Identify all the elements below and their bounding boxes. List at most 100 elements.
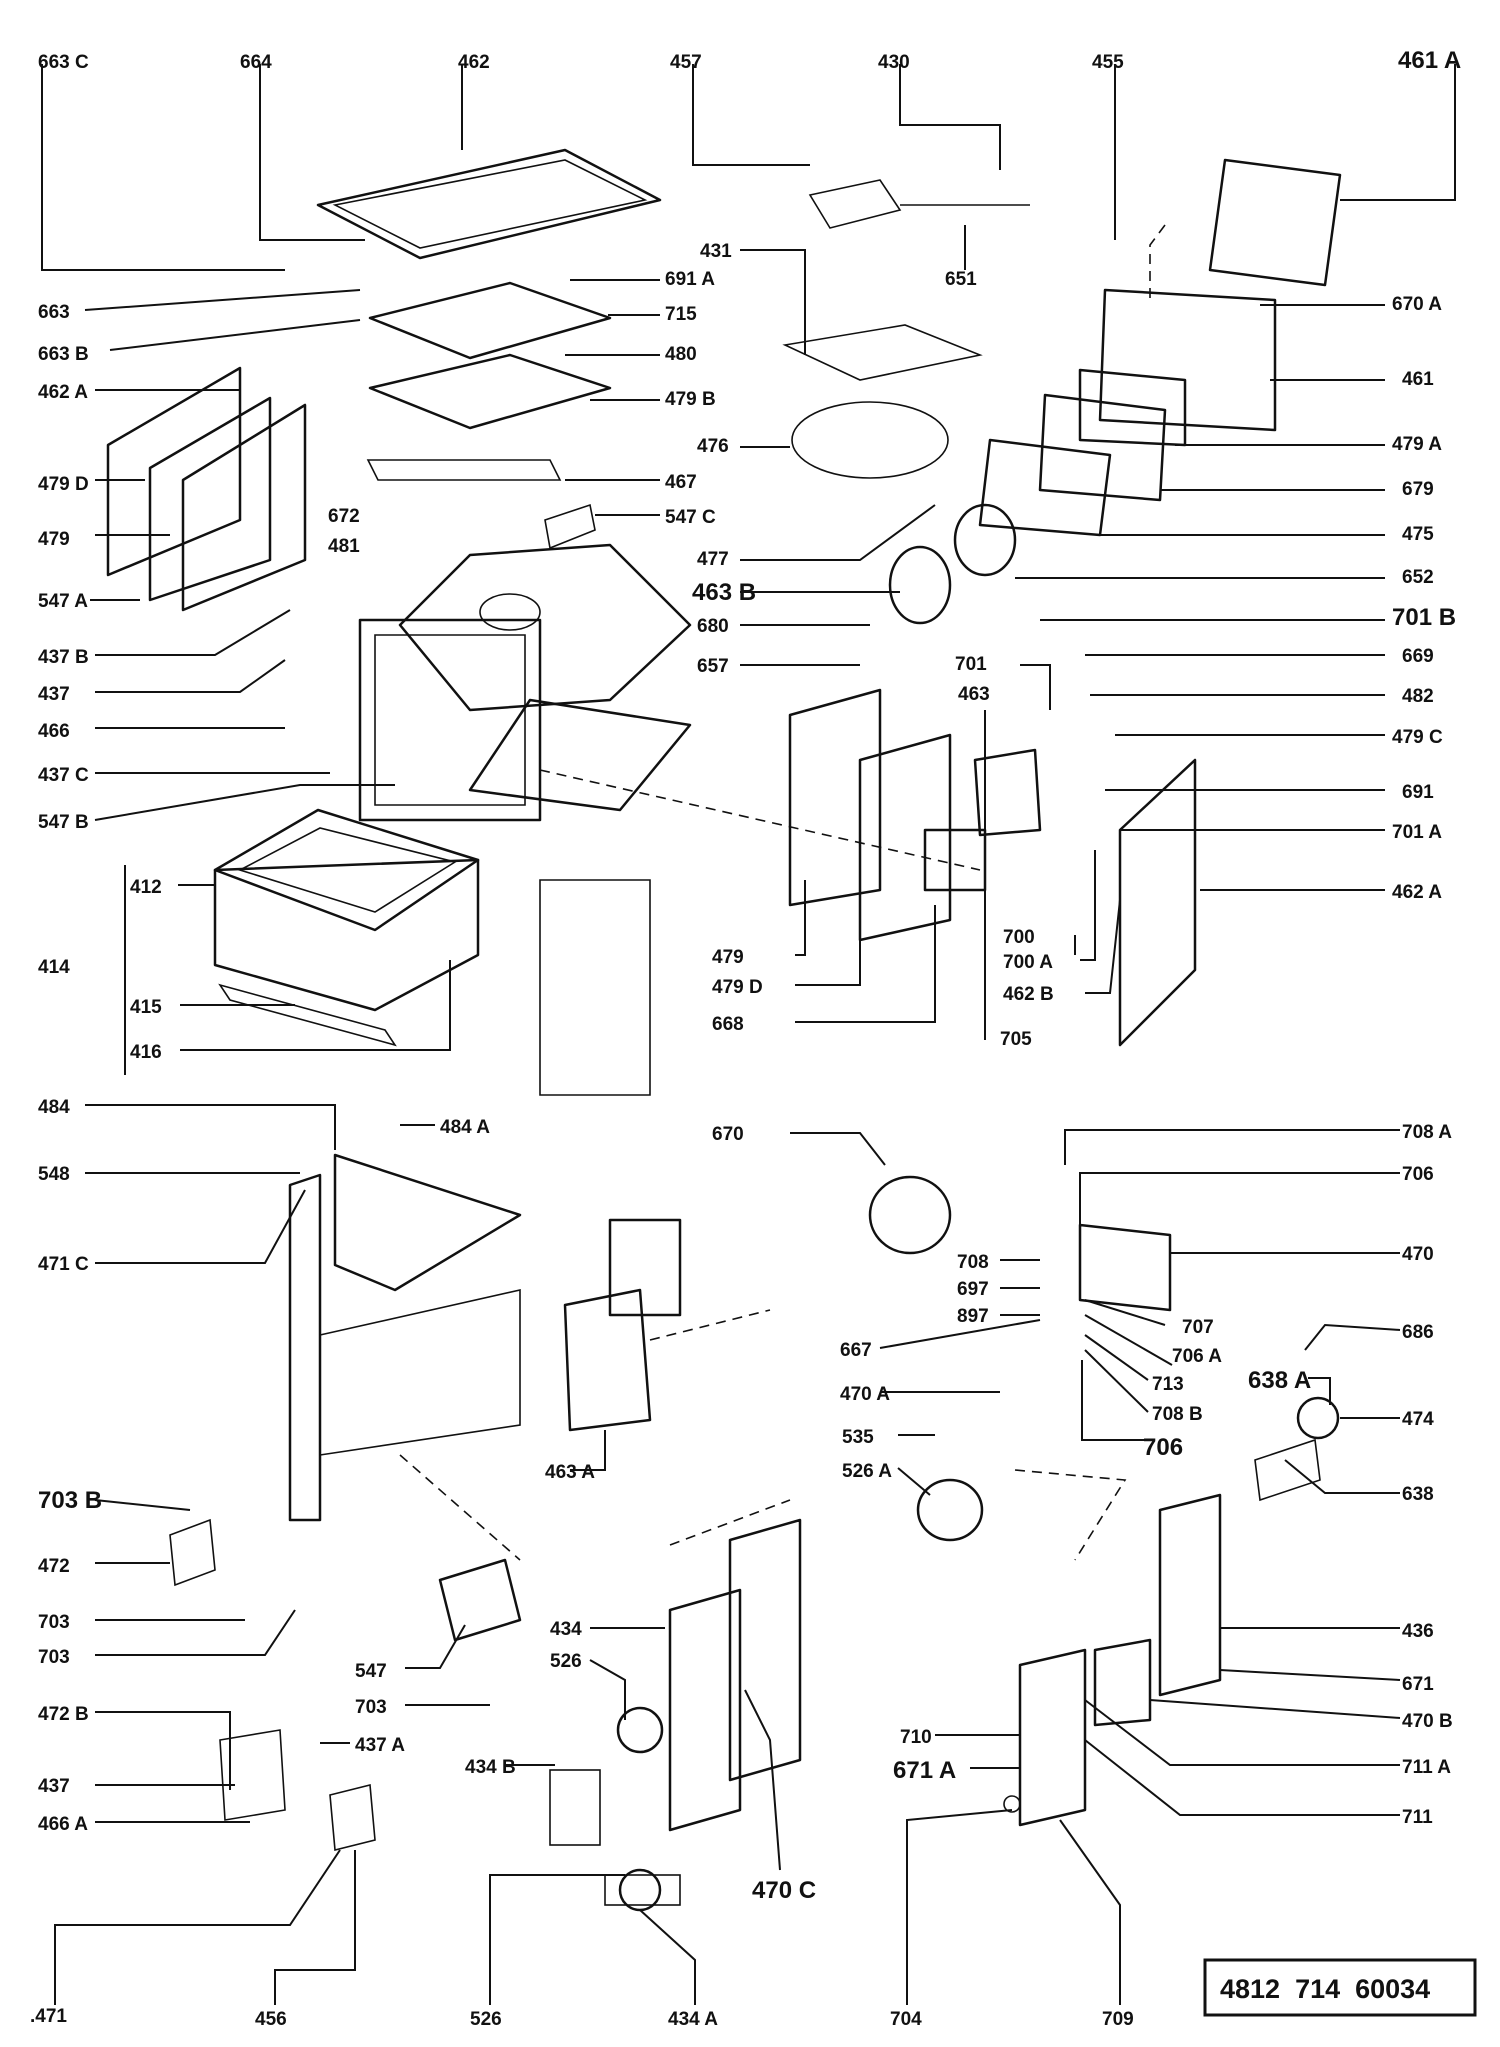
label-897: 897 [957,1306,989,1327]
label-463: 463 [958,684,990,705]
label-471: .471 [30,2006,67,2027]
label-713: 713 [1152,1374,1184,1395]
label-701B: 701 B [1392,604,1456,631]
label-703-c: 703 [355,1697,387,1718]
label-710: 710 [900,1727,932,1748]
label-484A: 484 A [440,1117,490,1138]
label-457: 457 [670,52,702,73]
label-547A: 547 A [38,591,88,612]
label-482: 482 [1402,686,1434,707]
label-456: 456 [255,2009,287,2030]
label-670A: 670 A [1392,294,1442,315]
label-455: 455 [1092,52,1124,73]
label-526-bottom: 526 [470,2009,502,2030]
label-547: 547 [355,1661,387,1682]
label-663B: 663 B [38,344,89,365]
label-526A: 526 A [842,1461,892,1482]
label-462A-right: 462 A [1392,882,1442,903]
label-481: 481 [328,536,360,557]
label-652: 652 [1402,567,1434,588]
label-704: 704 [890,2009,922,2030]
label-470: 470 [1402,1244,1434,1265]
label-708: 708 [957,1252,989,1273]
label-479-center: 479 [712,947,744,968]
label-416: 416 [130,1042,162,1063]
label-669: 669 [1402,646,1434,667]
label-667: 667 [840,1340,872,1361]
label-708B: 708 B [1152,1404,1203,1425]
label-663: 663 [38,302,70,323]
label-706-lower: 706 [1143,1434,1183,1461]
label-434: 434 [550,1619,582,1640]
label-700: 700 [1003,927,1035,948]
label-430: 430 [878,52,910,73]
label-479D: 479 D [38,474,89,495]
label-668: 668 [712,1014,744,1035]
label-472: 472 [38,1556,70,1577]
label-437A: 437 A [355,1735,405,1756]
label-700A: 700 A [1003,952,1053,973]
label-437C: 437 C [38,765,89,786]
label-434B: 434 B [465,1757,516,1778]
label-467: 467 [665,472,697,493]
label-475: 475 [1402,524,1434,545]
label-470A: 470 A [840,1384,890,1405]
label-479: 479 [38,529,70,550]
label-474: 474 [1402,1409,1434,1430]
label-470C: 470 C [752,1877,816,1904]
label-705: 705 [1000,1029,1032,1050]
label-462: 462 [458,52,490,73]
label-412: 412 [130,877,162,898]
label-479A: 479 A [1392,434,1442,455]
document-number-box: 4812 714 60034 [1203,1958,1477,2017]
label-680: 680 [697,616,729,637]
label-701: 701 [955,654,987,675]
label-466A: 466 A [38,1814,88,1835]
label-638A: 638 A [1248,1367,1311,1394]
label-679: 679 [1402,479,1434,500]
label-535: 535 [842,1427,874,1448]
label-461A: 461 A [1398,47,1461,74]
document-number: 4812 714 60034 [1220,1974,1430,2004]
label-703B: 703 B [38,1487,102,1514]
label-709: 709 [1102,2009,1134,2030]
label-707: 707 [1182,1317,1214,1338]
label-697: 697 [957,1279,989,1300]
callout-labels: 663 C 664 462 457 430 455 461 A 431 651 … [30,47,1461,2030]
label-547B: 547 B [38,812,89,833]
label-436: 436 [1402,1621,1434,1642]
label-479B: 479 B [665,389,716,410]
label-703-b: 703 [38,1647,70,1668]
label-476: 476 [697,436,729,457]
label-480: 480 [665,344,697,365]
label-466: 466 [38,721,70,742]
label-663C: 663 C [38,52,89,73]
label-415: 415 [130,997,162,1018]
label-547C: 547 C [665,507,716,528]
label-711: 711 [1402,1807,1433,1828]
label-431: 431 [700,241,732,262]
label-706: 706 [1402,1164,1434,1185]
label-715: 715 [665,304,697,325]
label-414: 414 [38,957,70,978]
label-526: 526 [550,1651,582,1672]
assembly-dashed-lines [399,224,1166,1561]
label-671: 671 [1402,1674,1434,1695]
label-434A: 434 A [668,2009,718,2030]
label-462B: 462 B [1003,984,1054,1005]
label-471C: 471 C [38,1254,89,1275]
label-462A: 462 A [38,382,88,403]
label-701A: 701 A [1392,822,1442,843]
label-670: 670 [712,1124,744,1145]
label-638: 638 [1402,1484,1434,1505]
label-477: 477 [697,549,729,570]
label-664: 664 [240,52,272,73]
label-686: 686 [1402,1322,1434,1343]
label-484: 484 [38,1097,70,1118]
label-691A: 691 A [665,269,715,290]
label-708A: 708 A [1402,1122,1452,1143]
label-461: 461 [1402,369,1434,390]
label-437B: 437 B [38,647,89,668]
label-470B: 470 B [1402,1711,1453,1732]
